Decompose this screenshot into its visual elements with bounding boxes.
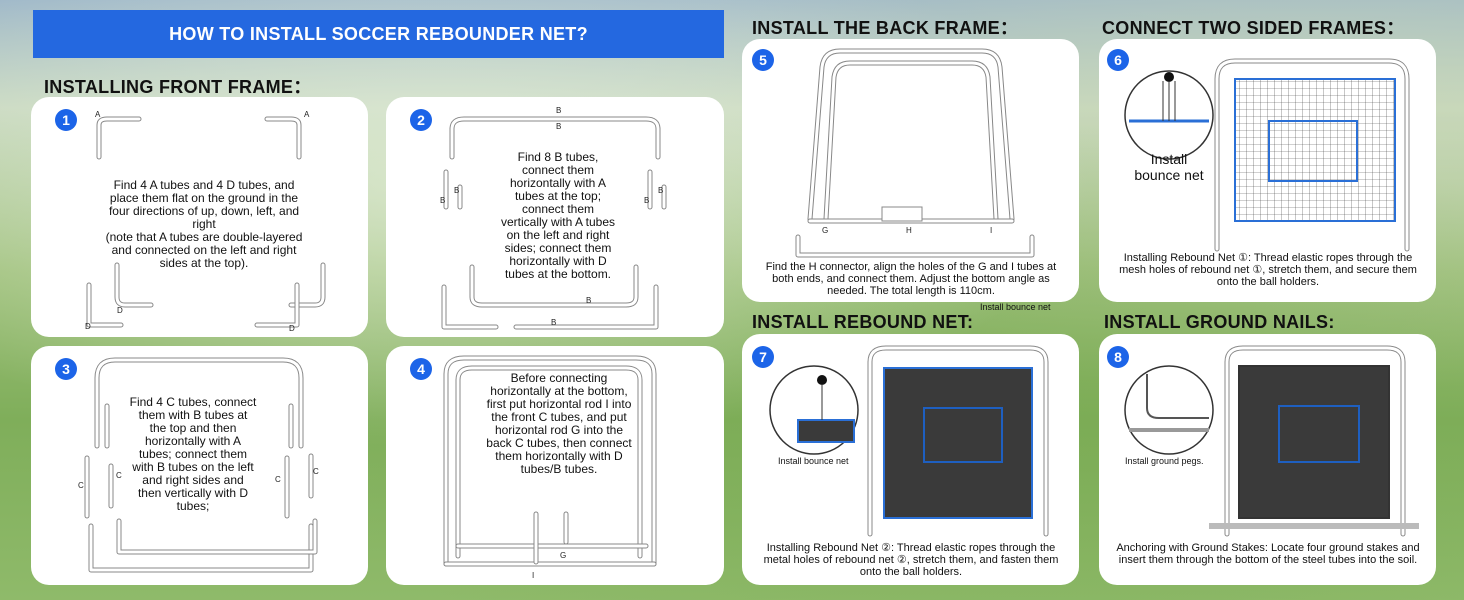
tube-label: B <box>454 186 459 195</box>
section-title-front-frame: INSTALLING FRONT FRAME： <box>44 77 312 97</box>
step-card-6: 6 Install bounce net Installing Rebound … <box>1099 39 1436 302</box>
tube-label: B <box>644 196 649 205</box>
section-title-ground-nails: INSTALL GROUND NAILS: <box>1104 312 1335 332</box>
section-title-two-sided: CONNECT TWO SIDED FRAMES： <box>1102 18 1405 38</box>
tube-label: G <box>560 551 566 560</box>
step-card-5: 5 G H I Find the H connector, align the … <box>742 39 1079 302</box>
step-card-3: 3 C C C C Find 4 C tubes, connect them w… <box>31 346 368 585</box>
tube-label: H <box>906 226 912 235</box>
step-description: Find the H connector, align the holes of… <box>765 261 1057 297</box>
tube-label: C <box>275 475 281 484</box>
tube-label: C <box>313 467 319 476</box>
step-badge: 7 <box>752 346 774 368</box>
back-frame-diagram: G H I <box>795 48 1035 258</box>
step-card-8: 8 Install ground pegs. Anchoring with Gr… <box>1099 334 1436 585</box>
tube-label: A <box>95 110 101 119</box>
step-badge: 8 <box>1107 346 1129 368</box>
step-description: Find 8 B tubes, connect them horizontall… <box>500 150 616 281</box>
tube-label: G <box>822 226 828 235</box>
inset-caption: Install bounce net <box>778 456 849 466</box>
step-badge: 6 <box>1107 49 1129 71</box>
page-banner: HOW TO INSTALL SOCCER REBOUNDER NET? <box>33 10 724 58</box>
step-card-2: 2 B B B B B B B B Find 8 B tubes, connec… <box>386 97 724 337</box>
tube-label: B <box>658 186 663 195</box>
tube-label: B <box>586 296 591 305</box>
tube-label: C <box>78 481 84 490</box>
tube-label: D <box>117 306 123 315</box>
step-description: Installing Rebound Net ②: Thread elastic… <box>763 542 1059 578</box>
tube-label: D <box>289 324 295 333</box>
tube-label: C <box>116 471 122 480</box>
step-badge: 2 <box>410 109 432 131</box>
rebound-net-2-diagram <box>769 345 1049 537</box>
rebound-net-1-diagram <box>1124 58 1410 252</box>
tube-label: B <box>440 196 445 205</box>
step-card-1: 1 A A D D D Find 4 A tubes and 4 D tubes… <box>31 97 368 337</box>
tube-label: B <box>556 106 561 115</box>
step-badge: 1 <box>55 109 77 131</box>
section-title-rebound-net: INSTALL REBOUND NET: <box>752 312 974 332</box>
step-description: Installing Rebound Net ①: Thread elastic… <box>1119 252 1417 288</box>
inset-caption: Install ground pegs. <box>1125 456 1204 466</box>
step-description: Anchoring with Ground Stakes: Locate fou… <box>1116 542 1420 566</box>
front-frame-diagram-2: B B B B B B B B <box>440 106 667 330</box>
step-badge: 3 <box>55 358 77 380</box>
tube-label: I <box>532 571 534 580</box>
front-frame-diagram-4: G I <box>443 355 657 580</box>
tube-label: B <box>556 122 561 131</box>
front-frame-diagram-1: A A D D D <box>85 110 326 333</box>
inset-caption: Install bounce net <box>1134 151 1204 183</box>
step-description: Before connecting horizontally at the bo… <box>486 371 632 476</box>
ground-stakes-diagram <box>1124 345 1419 537</box>
section-title-back-frame: INSTALL THE BACK FRAME： <box>752 18 1019 38</box>
step-badge: 5 <box>752 49 774 71</box>
front-frame-diagram-3: C C C C <box>78 357 319 573</box>
step-description: Find 4 C tubes, connect them with B tube… <box>129 395 257 513</box>
step-badge: 4 <box>410 358 432 380</box>
tube-label: B <box>551 318 556 327</box>
install-bounce-net-caption: Install bounce net <box>980 302 1051 312</box>
tube-label: I <box>990 226 992 235</box>
tube-label: A <box>304 110 310 119</box>
step-card-4: 4 G I Before connecting horizontally at … <box>386 346 724 585</box>
step-description: Find 4 A tubes and 4 D tubes, and place … <box>105 178 303 270</box>
step-card-7: 7 Install bounce net Installing Rebound … <box>742 334 1079 585</box>
tube-label: D <box>85 322 91 331</box>
